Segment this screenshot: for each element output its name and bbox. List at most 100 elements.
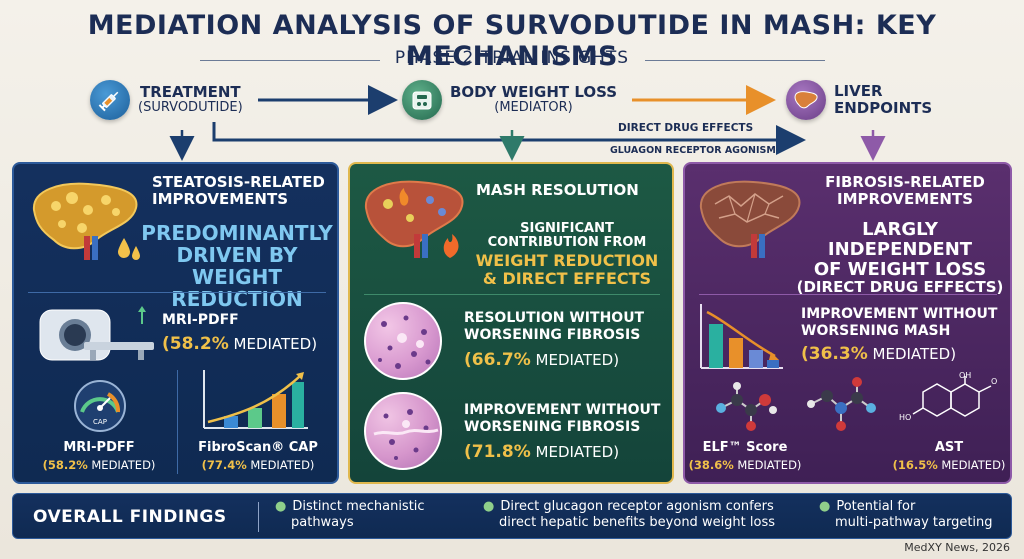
ast-value: (16.5% MEDIATED) [891, 458, 1007, 472]
steatosis-headline-line3: REDUCTION [171, 287, 303, 311]
steatosis-title: STEATOSIS-RELATED IMPROVEMENTS [152, 173, 325, 209]
steatosis-divider [28, 292, 326, 293]
mash-m1-value: (66.7% MEDIATED) [464, 350, 619, 370]
steatosis-metric-percent: (58.2% [162, 334, 229, 354]
mash-title: MASH RESOLUTION [476, 181, 639, 199]
mash-m2-line2: WORSENING FIBROSIS [464, 418, 641, 435]
mri-scanner-icon [39, 306, 154, 361]
steatosis-title-line1: STEATOSIS-RELATED [152, 173, 325, 191]
histology-image-1 [364, 302, 442, 380]
declining-chart-icon [700, 304, 783, 369]
flow-node-endpoint: LIVER ENDPOINTS [786, 80, 932, 120]
mash-m2-value: (71.8% MEDIATED) [464, 442, 619, 462]
fibrosis-divider [699, 294, 997, 295]
bullet-icon: ● [275, 499, 287, 514]
mash-m1-line2: WORSENING FIBROSIS [464, 326, 641, 343]
fibrosis-m-tail: MEDIATED) [867, 345, 957, 363]
elf-percent: (38.6% [688, 458, 734, 472]
mash-m2-label: IMPROVEMENT WITHOUT WORSENING FIBROSIS [464, 402, 660, 436]
steatosis-headline-line1: PREDOMINANTLY [141, 221, 333, 245]
elf-label: ELF™ Score [702, 440, 788, 455]
steatosis-headline-line2: DRIVEN BY WEIGHT [176, 243, 298, 289]
mash-lead-line2: CONTRIBUTION FROM [487, 235, 647, 251]
chemical-structure-icon: OH HO O [899, 372, 997, 422]
overall-findings-bar: OVERALL FINDINGS ● Distinct mechanistic p… [12, 493, 1012, 539]
mri-pdff-value: (58.2% MEDIATED) [24, 458, 174, 472]
endpoint-label-line1: LIVER [834, 81, 883, 100]
fibrosis-title: FIBROSIS-RELATED IMPROVEMENTS [815, 173, 995, 209]
molecule-icon-2 [807, 377, 876, 431]
fibroscan-percent: (77.4% [201, 458, 247, 472]
mri-pdff-percent: (58.2% [42, 458, 88, 472]
fibrosis-m-line2: WORSENING MASH [801, 322, 951, 339]
mash-m2-tail: MEDIATED) [530, 443, 620, 461]
fibrosis-title-line1: FIBROSIS-RELATED [825, 173, 985, 191]
gauge-icon: CAP [74, 380, 126, 432]
ast-percent: (16.5% [892, 458, 938, 472]
mash-m1-line1: RESOLUTION WITHOUT [464, 310, 645, 326]
mash-m2-percent: (71.8% [464, 442, 531, 462]
finding-2: ● Direct glucagon receptor agonism confer… [483, 499, 775, 532]
mash-lead: SIGNIFICANT CONTRIBUTION FROM [462, 221, 672, 251]
finding-2-line2: direct hepatic benefits beyond weight lo… [499, 515, 776, 531]
ast-label: AST [934, 440, 964, 455]
fibrosis-m-value: (36.3% MEDIATED) [801, 344, 956, 364]
fibrosis-headline-line2: OF WEIGHT LOSS [813, 258, 987, 280]
mash-m2-line1: IMPROVEMENT WITHOUT [464, 402, 661, 418]
bar-chart-icon [203, 370, 308, 429]
treatment-sub: (SURVODUTIDE) [138, 100, 243, 116]
endpoint-label-line2: ENDPOINTS [834, 99, 933, 117]
flow-text-mediator: BODY WEIGHT LOSS (MEDIATOR) [450, 82, 618, 116]
fibrosis-headline-line3: (DIRECT DRUG EFFECTS) [796, 278, 1004, 297]
finding-1-line1: Distinct mechanistic [292, 499, 425, 514]
fibrotic-liver-icon [699, 180, 801, 258]
fibrosis-headline-line1: LARGLY INDEPENDENT [827, 219, 973, 260]
fibrosis-title-line2: IMPROVEMENTS [836, 190, 974, 209]
elf-value: (38.6% MEDIATED) [685, 458, 805, 472]
steatosis-title-line2: IMPROVEMENTS [152, 190, 289, 209]
syringe-icon [90, 80, 130, 120]
direct-effects-label: DIRECT DRUG EFFECTS [618, 122, 754, 134]
fibrosis-m-label: IMPROVEMENT WITHOUT WORSENING MASH [801, 306, 997, 340]
subtitle-wrap: PHASE 2 TRIAL INSIGHTS [0, 48, 1024, 68]
panel-steatosis: STEATOSIS-RELATED IMPROVEMENTS PREDOMINA… [12, 162, 339, 484]
bullet-icon: ● [483, 499, 495, 514]
mash-headline-line2: & DIRECT EFFECTS [482, 268, 652, 288]
treatment-label: TREATMENT [139, 82, 241, 101]
mediator-sub: (MEDIATOR) [494, 100, 573, 116]
mash-m1-percent: (66.7% [464, 350, 531, 370]
panel-fibrosis: FIBROSIS-RELATED IMPROVEMENTS LARGLY IND… [683, 162, 1012, 484]
mediator-label: BODY WEIGHT LOSS [450, 82, 618, 101]
fibrosis-headline: LARGLY INDEPENDENT OF WEIGHT LOSS (DIREC… [791, 220, 1009, 296]
finding-3-line2: multi-pathway targeting [835, 515, 993, 531]
finding-3-line1: Potential for [836, 499, 916, 514]
fibrosis-m-line1: IMPROVEMENT WITHOUT [801, 306, 998, 322]
inflamed-liver-icon [364, 180, 464, 258]
steatosis-headline: PREDOMINANTLY DRIVEN BY WEIGHT REDUCTION [132, 221, 337, 311]
chem-oh-text: OH [959, 372, 971, 380]
mash-m1-tail: MEDIATED) [530, 351, 620, 369]
flow-node-mediator: BODY WEIGHT LOSS (MEDIATOR) [402, 80, 617, 120]
steatosis-metric-value: (58.2% MEDIATED) [162, 334, 317, 354]
mash-headline: WEIGHT REDUCTION & DIRECT EFFECTS [462, 252, 672, 287]
subtitle-divider-left [200, 60, 380, 61]
fibroscan-value: (77.4% MEDIATED) [180, 458, 336, 472]
mash-headline-line1: WEIGHT REDUCTION [475, 251, 659, 270]
findings-title: OVERALL FINDINGS [33, 507, 227, 527]
glucagon-label: GLUAGON RECEPTOR AGONISM [610, 145, 776, 156]
steatosis-vertical-divider [177, 370, 178, 474]
finding-2-line1: Direct glucagon receptor agonism confers [500, 499, 774, 514]
finding-1: ● Distinct mechanistic pathways [275, 499, 425, 532]
flow-text-treatment: TREATMENT (SURVODUTIDE) [138, 82, 243, 116]
finding-1-line2: pathways [291, 515, 354, 531]
mash-lead-line1: SIGNIFICANT [520, 221, 614, 236]
ast-tail: MEDIATED) [937, 458, 1006, 472]
chem-ho-text: HO [899, 413, 911, 422]
fibrosis-m-percent: (36.3% [801, 344, 868, 364]
findings-separator [258, 502, 259, 532]
histology-image-2 [364, 392, 442, 470]
gauge-text: CAP [93, 418, 107, 426]
chem-o-text: O [991, 377, 997, 386]
subtitle-divider-right [645, 60, 825, 61]
fibroscan-label: FibroScan® CAP [198, 440, 318, 455]
